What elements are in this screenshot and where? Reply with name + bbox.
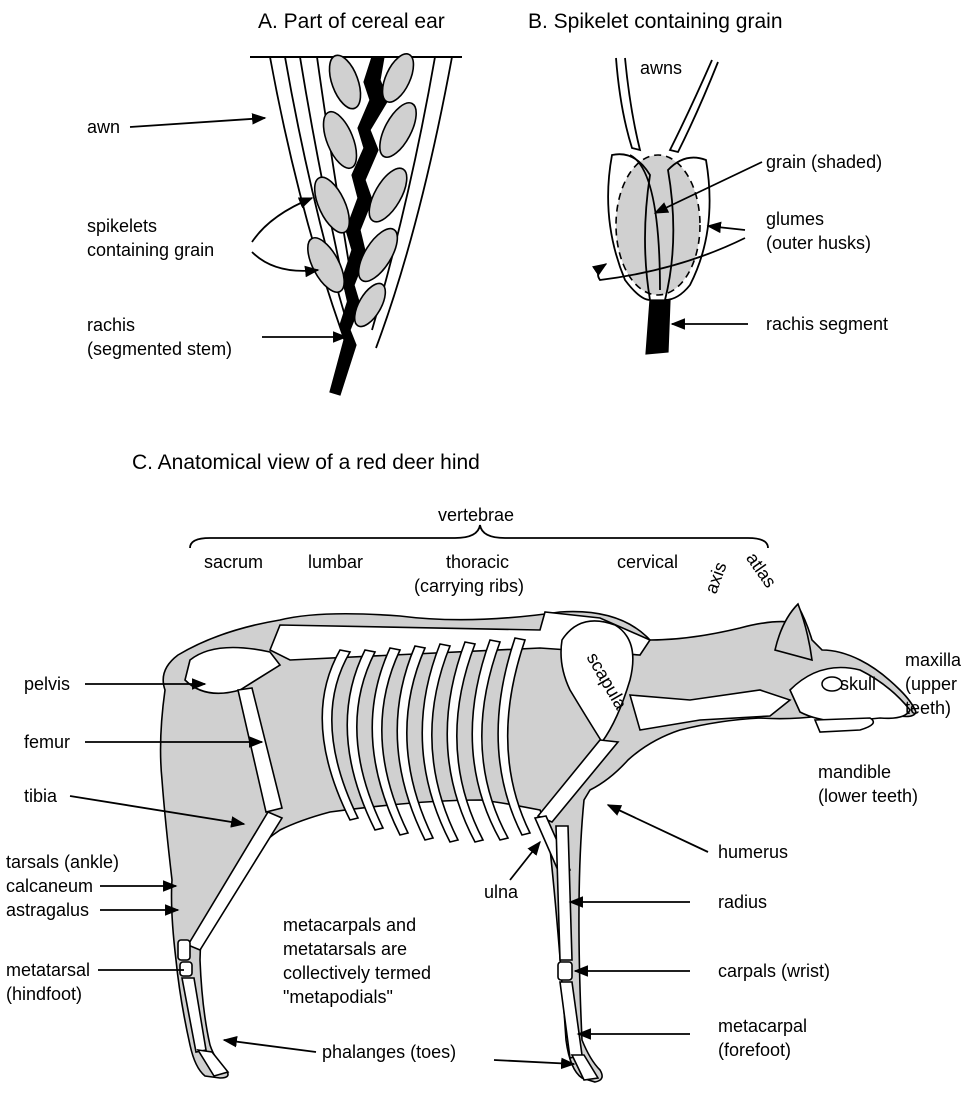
panel-a: A. Part of cereal ear awn spikel (87, 10, 462, 395)
label-sacrum: sacrum (204, 552, 263, 572)
label-radius: radius (718, 892, 767, 912)
arrow-awn (130, 118, 265, 127)
astragalus-bone (180, 962, 192, 976)
label-rachis-segment: rachis segment (766, 314, 888, 334)
label-mandible-2: (lower teeth) (818, 786, 918, 806)
arrow-phalanges-fore (494, 1060, 574, 1064)
label-maxilla-3: teeth) (905, 698, 951, 718)
note-line-4: "metapodials" (283, 987, 393, 1007)
label-vertebrae: vertebrae (438, 505, 514, 525)
label-skull: skull (840, 674, 876, 694)
note-line-3: collectively termed (283, 963, 431, 983)
vertebrae-brace (190, 525, 768, 548)
label-metacarpal-1: metacarpal (718, 1016, 807, 1036)
panel-b: B. Spikelet containing grain awns grain … (528, 10, 888, 354)
label-mandible-1: mandible (818, 762, 891, 782)
label-rachis-2: (segmented stem) (87, 339, 232, 359)
label-rachis-1: rachis (87, 315, 135, 335)
label-pelvis: pelvis (24, 674, 70, 694)
label-phalanges: phalanges (toes) (322, 1042, 456, 1062)
label-metacarpal-2: (forefoot) (718, 1040, 791, 1060)
label-carpals: carpals (wrist) (718, 961, 830, 981)
arrow-phalanges-hind (224, 1040, 316, 1052)
label-tarsals: tarsals (ankle) (6, 852, 119, 872)
note-line-2: metatarsals are (283, 939, 407, 959)
label-astragalus: astragalus (6, 900, 89, 920)
arrow-humerus (608, 805, 708, 852)
carpals-bone (558, 962, 572, 980)
note-line-1: metacarpals and (283, 915, 416, 935)
label-axis: axis (701, 559, 731, 596)
label-thoracic-1: thoracic (446, 552, 509, 572)
panel-a-title: A. Part of cereal ear (258, 10, 445, 33)
awn-left (616, 58, 640, 150)
panel-c-title: C. Anatomical view of a red deer hind (132, 451, 480, 474)
panel-c: C. Anatomical view of a red deer hind ve… (6, 451, 962, 1082)
label-awns: awns (640, 58, 682, 78)
label-tibia: tibia (24, 786, 58, 806)
label-spikelets-1: spikelets (87, 216, 157, 236)
skull-eye (822, 677, 842, 691)
grain-shape (616, 155, 700, 295)
label-glumes-2: (outer husks) (766, 233, 871, 253)
deer-ear (775, 604, 812, 660)
label-maxilla-1: maxilla (905, 650, 962, 670)
label-metatarsal-1: metatarsal (6, 960, 90, 980)
label-thoracic-2: (carrying ribs) (414, 576, 524, 596)
calcaneum-bone (178, 940, 190, 960)
rachis-segment-shape (646, 300, 670, 354)
label-grain: grain (shaded) (766, 152, 882, 172)
label-awn: awn (87, 117, 120, 137)
label-humerus: humerus (718, 842, 788, 862)
label-glumes-1: glumes (766, 209, 824, 229)
label-maxilla-2: (upper (905, 674, 957, 694)
label-spikelets-2: containing grain (87, 240, 214, 260)
panel-b-title: B. Spikelet containing grain (528, 10, 783, 33)
arrow-ulna (510, 842, 540, 880)
label-cervical: cervical (617, 552, 678, 572)
label-ulna: ulna (484, 882, 519, 902)
mandible-bone (815, 718, 873, 732)
label-femur: femur (24, 732, 70, 752)
label-atlas: atlas (742, 549, 780, 592)
label-metatarsal-2: (hindfoot) (6, 984, 82, 1004)
arrow-glumes-1 (708, 226, 745, 230)
label-lumbar: lumbar (308, 552, 363, 572)
label-calcaneum: calcaneum (6, 876, 93, 896)
